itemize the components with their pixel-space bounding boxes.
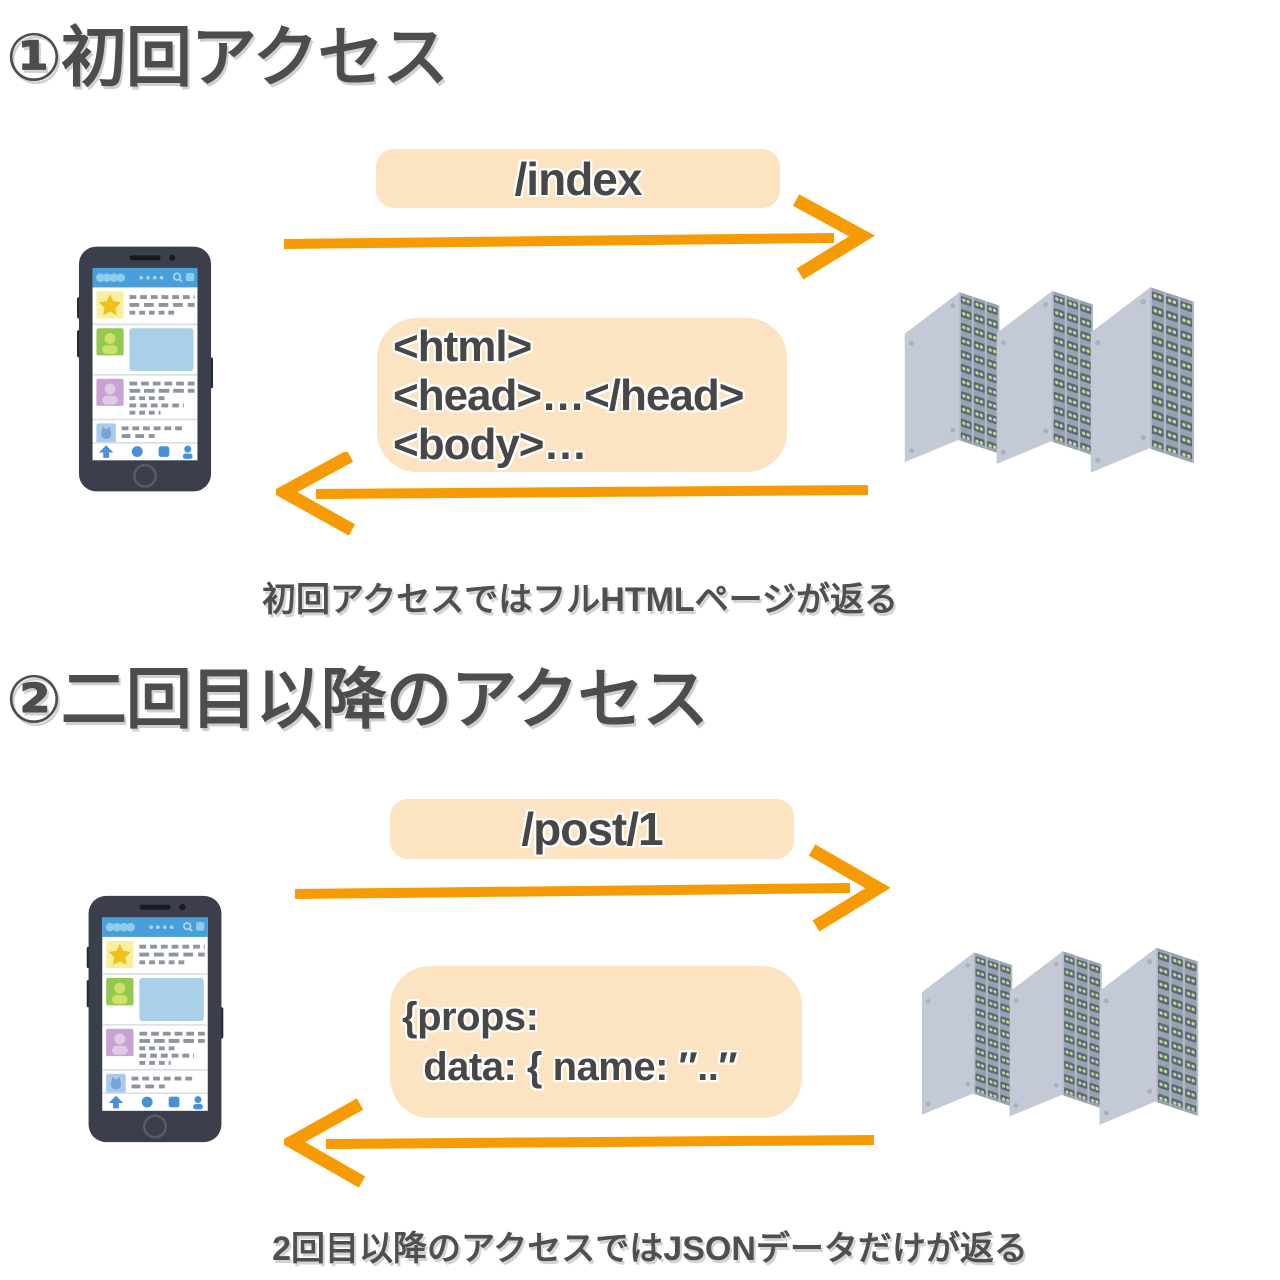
request-arrow-2 arrow-right-icon (294, 844, 890, 932)
response-line: {props: (402, 995, 539, 1039)
section2-title: ②二回目以降のアクセス (6, 662, 709, 736)
client-phone-2 smartphone-icon (84, 892, 226, 1146)
request-path-1: /index (514, 152, 643, 205)
response-arrow-1 arrow-left-icon (276, 452, 869, 536)
response-line: <html> (393, 321, 532, 371)
server-stack-1 server-icon (904, 287, 1195, 473)
server-stack-2 server-icon (921, 947, 1199, 1125)
section1-title: ①初回アクセス (6, 20, 449, 94)
request-bubble-1: /index (376, 149, 780, 208)
request-arrow-1 arrow-right-icon (283, 194, 875, 280)
section1-caption: 初回アクセスではフルHTMLページが返る (261, 581, 899, 619)
section2-caption: 2回目以降のアクセスではJSONデータだけが返る (272, 1230, 1028, 1268)
client-phone-1 smartphone-icon (77, 242, 213, 496)
response-bubble-2: {props: data: { name: ″..″ (390, 966, 802, 1118)
response-bubble-1: <html> <head>…</head> <body>… (377, 318, 787, 472)
response-arrow-2 arrow-left-icon (284, 1098, 875, 1188)
request-bubble-2: /post/1 (390, 799, 794, 859)
request-path-2: /post/1 (521, 803, 663, 855)
response-line: <body>… (393, 419, 587, 469)
response-line: <head>…</head> (393, 370, 744, 420)
response-line: data: { name: ″..″ (402, 1045, 738, 1089)
